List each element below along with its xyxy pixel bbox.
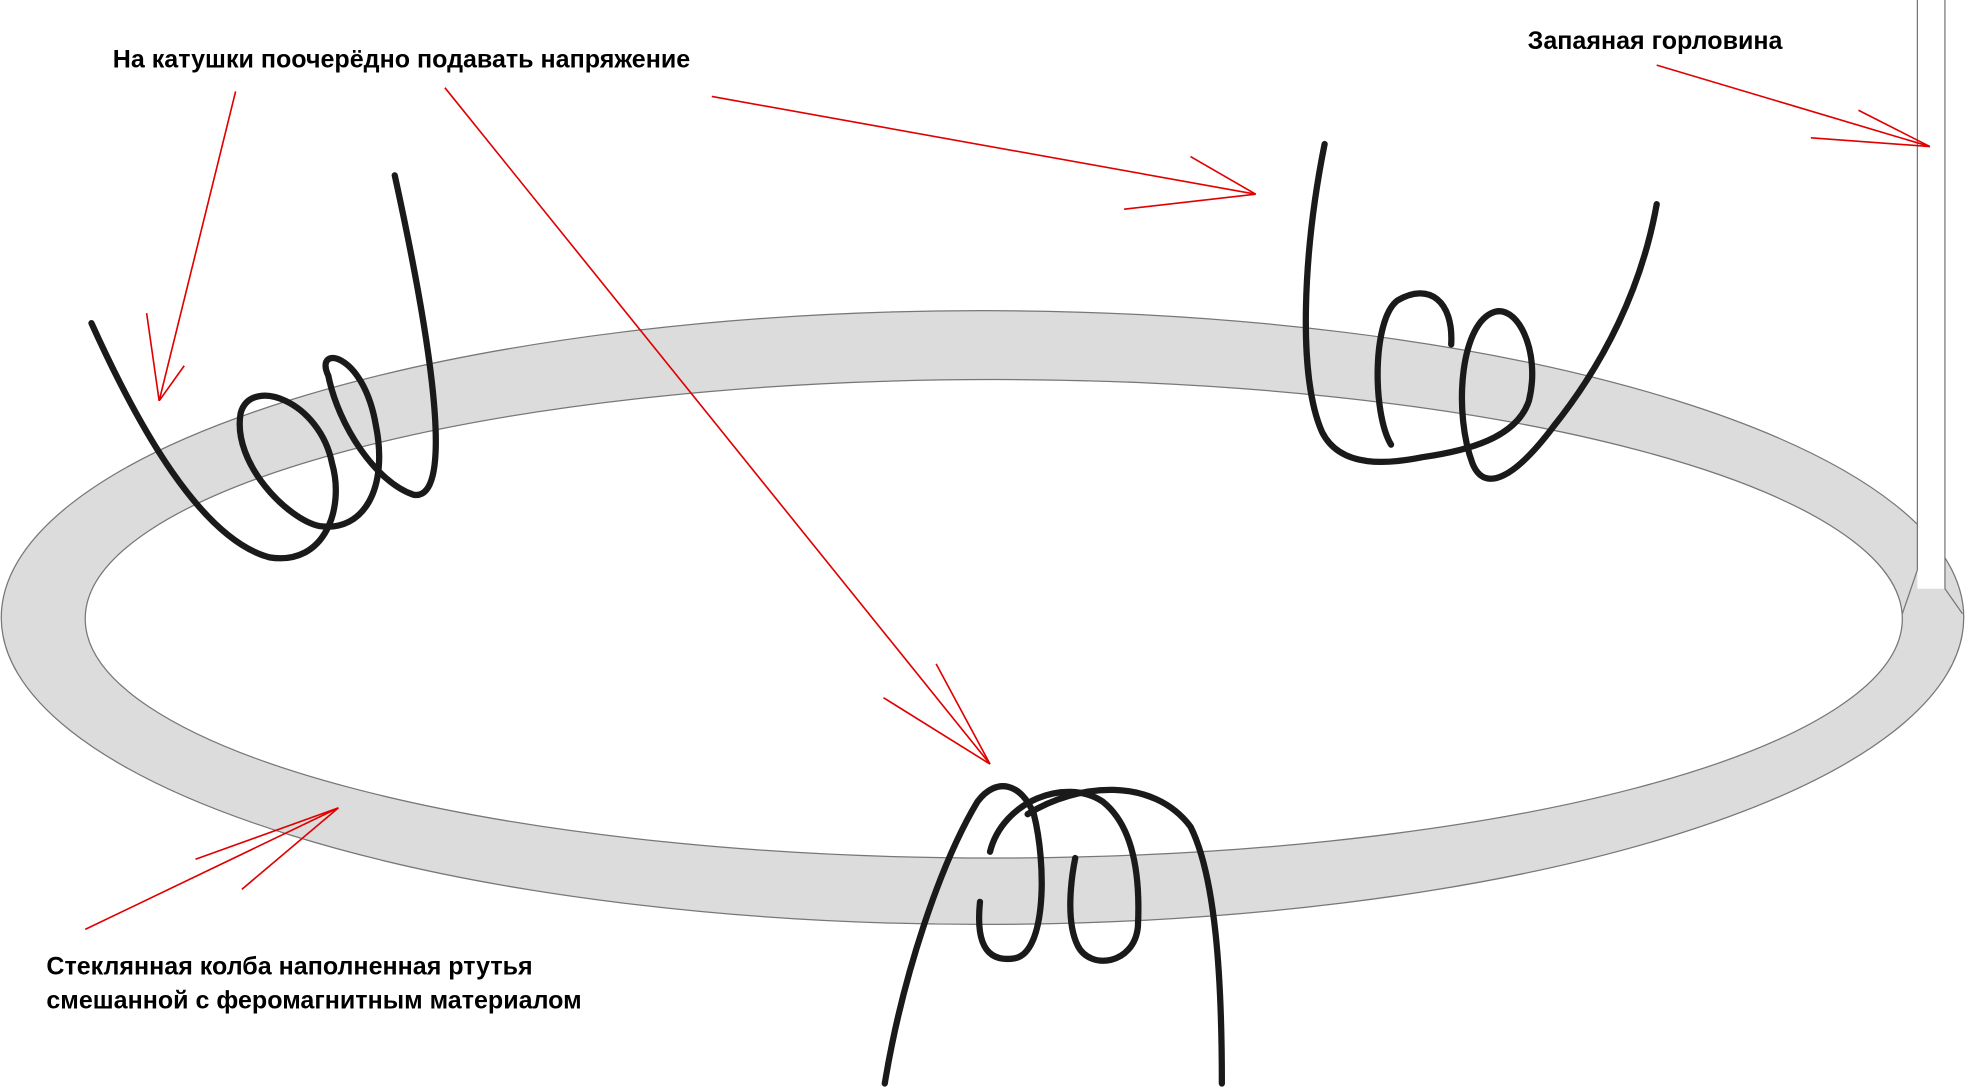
arrow-to-ring [84,807,339,931]
arrow-to-left-coil [145,91,237,402]
coils-label: На катушки поочерёдно подавать напряжени… [113,46,690,74]
glass-ring [0,310,1965,926]
arrow-to-neck [1656,64,1931,148]
coil-left [88,172,439,562]
sealed-neck [1901,0,1964,615]
neck-label: Запаяная горловина [1528,27,1784,55]
arrow-to-right-coil [711,95,1257,210]
arrow-to-bottom-coil [444,87,991,765]
flask-label-line1: Стеклянная колба наполненная ртутья [46,953,532,981]
coil-bottom [881,783,1225,1087]
flask-label-line2: смешанной с феромагнитным материалом [46,986,581,1014]
coil-right [1302,140,1660,482]
